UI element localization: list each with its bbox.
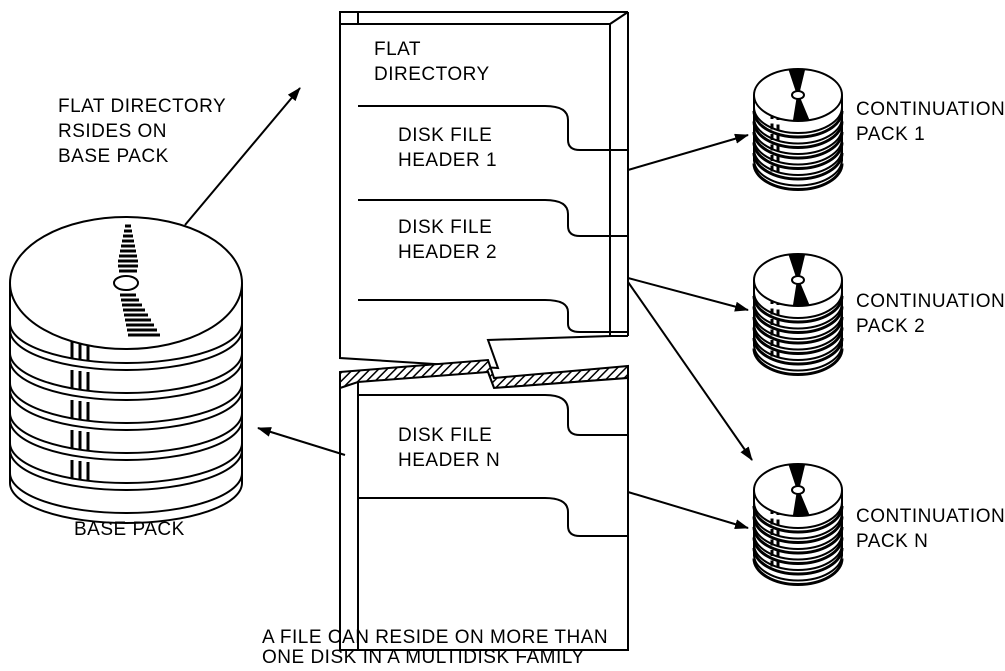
continuation-pack-n-icon <box>752 463 844 586</box>
flat-directory-continued-document <box>339 358 629 651</box>
flat-directory-resides-label-line2: RSIDES ON <box>58 121 168 142</box>
arrow-header1-to-pack1 <box>627 133 749 171</box>
continuation-pack-2-label-line2: PACK 2 <box>856 316 926 337</box>
continuation-pack-1-label-line2: PACK 1 <box>856 124 926 145</box>
base-pack-icon <box>9 216 243 524</box>
arrow-header2-to-pack2 <box>627 277 749 312</box>
base-pack-label: BASE PACK <box>74 519 185 540</box>
header-1-label-line1: DISK FILE <box>398 125 493 146</box>
continuation-pack-n-label-line1: CONTINUATION <box>856 506 1005 527</box>
caption-line2: ONE DISK IN A MULTIDISK FAMILY <box>262 647 585 668</box>
header-2-label-line2: HEADER 2 <box>398 242 498 263</box>
continuation-pack-2-icon <box>752 253 844 376</box>
flat-directory-resides-label-line1: FLAT DIRECTORY <box>58 96 227 117</box>
directory-title-line1: FLAT <box>374 39 422 60</box>
arrow-base-to-directory <box>184 87 301 226</box>
arrows <box>184 87 753 530</box>
flat-directory-resides-label-line3: BASE PACK <box>58 146 169 167</box>
header-2-label-line1: DISK FILE <box>398 217 493 238</box>
header-1-label-line2: HEADER 1 <box>398 150 498 171</box>
continuation-pack-n-label-line2: PACK N <box>856 531 929 552</box>
flat-directory-document <box>339 11 629 370</box>
header-n-label-line1: DISK FILE <box>398 425 493 446</box>
caption-line1: A FILE CAN RESIDE ON MORE THAN <box>262 627 609 648</box>
continuation-pack-1-label-line1: CONTINUATION <box>856 99 1005 120</box>
arrow-directory-to-packN <box>627 491 749 530</box>
continuation-pack-2-label-line1: CONTINUATION <box>856 291 1005 312</box>
arrow-header2-to-packN <box>627 281 753 461</box>
arrow-headerN-to-base <box>257 427 346 456</box>
directory-title-line2: DIRECTORY <box>374 64 490 85</box>
header-n-label-line2: HEADER N <box>398 450 501 471</box>
continuation-pack-1-icon <box>752 68 844 191</box>
